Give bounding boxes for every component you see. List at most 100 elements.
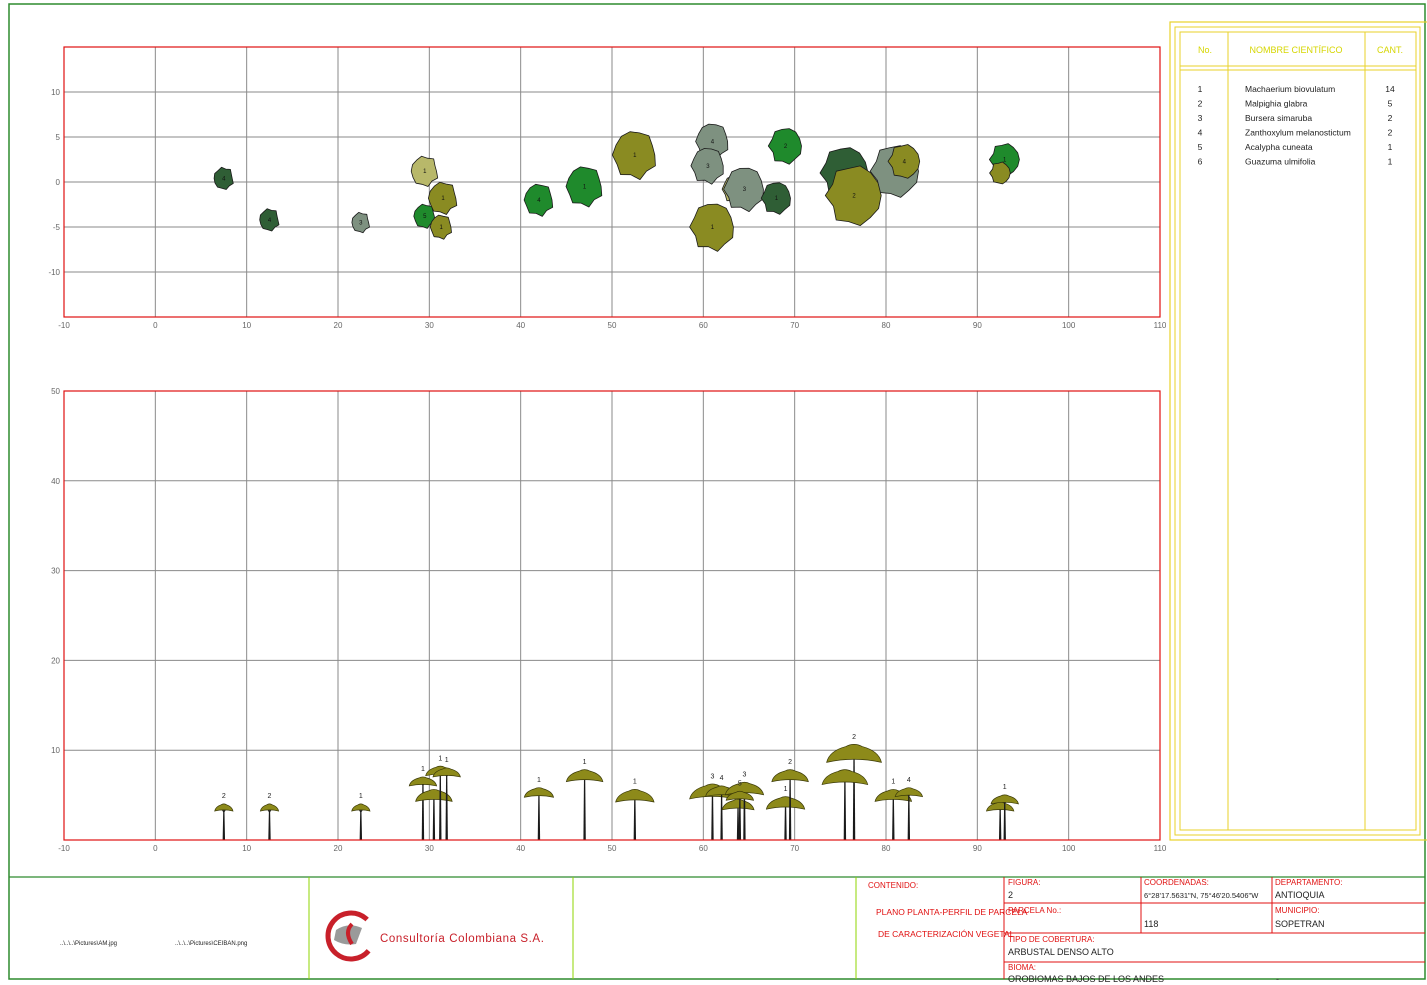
plan-crown — [351, 212, 370, 234]
legend-row-no: 1 — [1198, 84, 1203, 94]
legend-row-no: 5 — [1198, 142, 1203, 152]
plan-y-tick-label: 0 — [56, 178, 61, 187]
tree-species-label: 1 — [633, 779, 637, 786]
tree-crown — [214, 803, 234, 812]
plan-crown-label: 4 — [903, 159, 907, 165]
plan-view: 4431511411436311221241 -1001020304050607… — [48, 46, 1167, 330]
tree-species-label: 1 — [537, 777, 541, 784]
plan-crown-label: 1 — [441, 196, 445, 202]
plan-crown — [429, 214, 452, 240]
legend-row-qty: 1 — [1388, 142, 1393, 152]
plan-x-tick-label: 50 — [608, 321, 617, 330]
tree-trunk — [711, 790, 714, 840]
tree-crown — [771, 769, 809, 783]
tree-trunk — [892, 795, 895, 840]
coordenadas-value: 6°28'17.5631"N, 75°46'20.5406"W — [1144, 891, 1259, 900]
profile-tree: 1 — [523, 777, 555, 840]
legend-row-no: 6 — [1198, 157, 1203, 167]
tree-trunk — [421, 783, 425, 840]
tree-species-label: 1 — [583, 759, 587, 766]
bioma-label: BIOMA: — [1008, 963, 1036, 972]
tree-crown — [565, 769, 604, 783]
departamento-label: DEPARTAMENTO: — [1275, 878, 1342, 887]
profile-view: 22111111134135122141 -100102030405060708… — [51, 387, 1167, 853]
plan-x-tick-label: -10 — [58, 321, 70, 330]
tree-species-label: 1 — [891, 779, 895, 786]
plan-x-tick-label: 30 — [425, 321, 434, 330]
legend-row-qty: 2 — [1388, 113, 1393, 123]
plan-crown — [760, 182, 791, 215]
plan-crown — [565, 166, 603, 208]
plan-crown-label: 2 — [852, 194, 856, 200]
profile-tree: 1 — [721, 789, 755, 840]
parcela-value: 118 — [1144, 919, 1158, 929]
plan-crown — [259, 208, 280, 232]
tree-crown — [826, 744, 882, 763]
profile-grid — [63, 390, 1161, 840]
tree-species-label: 3 — [742, 772, 746, 779]
profile-tree: 1 — [432, 757, 461, 840]
legend-row-name: Malpighia glabra — [1245, 99, 1308, 109]
tree-species-label: 1 — [421, 766, 425, 773]
bioma-value: OROBIOMAS BAJOS DE LOS ANDES — [1008, 974, 1164, 984]
tree-trunk — [907, 793, 911, 840]
plan-crown — [723, 167, 764, 212]
profile-trees: 22111111134135122141 — [214, 734, 1019, 840]
plan-crown — [767, 128, 802, 165]
tree-crown — [765, 796, 806, 810]
tree-crown — [415, 789, 453, 802]
image-ref-am: ..\..\..\Pictures\AM.jpg — [60, 941, 117, 947]
tree-species-label: 2 — [268, 793, 272, 800]
plan-crown-label: 4 — [222, 176, 226, 182]
plan-x-tick-label: 80 — [882, 321, 891, 330]
municipio-value: SOPETRAN — [1275, 919, 1325, 929]
profile-y-tick-label: 40 — [51, 477, 60, 486]
image-ref-ceiban: ..\..\..\Pictures\CEIBAN.png — [175, 941, 247, 947]
plan-crown — [612, 131, 656, 180]
tree-species-label: 2 — [788, 759, 792, 766]
legend-header-name: NOMBRE CIENTÍFICO — [1249, 45, 1342, 55]
plan-x-tick-label: 70 — [790, 321, 799, 330]
tree-trunk — [998, 808, 1002, 840]
legend-row-name: Bursera simaruba — [1245, 113, 1312, 123]
tree-species-label: 2 — [222, 793, 226, 800]
tree-crown — [432, 767, 461, 778]
tree-crown — [821, 769, 869, 786]
profile-x-tick-label: 50 — [608, 844, 617, 853]
plan-crown-label: 1 — [423, 169, 427, 175]
tree-species-label: 3 — [711, 773, 715, 780]
legend-mid-frame — [1174, 26, 1421, 836]
profile-frame — [63, 390, 1161, 841]
tree-trunk — [843, 775, 847, 840]
company-logo — [325, 910, 377, 962]
plan-x-tick-label: 20 — [334, 321, 343, 330]
plan-y-tick-label: -10 — [48, 268, 60, 277]
plan-crown-label: 3 — [743, 187, 747, 193]
profile-tree — [821, 769, 869, 840]
plan-crowns: 4431511411436311221241 — [213, 123, 1020, 252]
profile-tree: 1 — [351, 793, 371, 840]
tree-crown — [259, 803, 280, 812]
profile-tree — [415, 789, 453, 840]
profile-tree: 3 — [724, 772, 765, 840]
legend-row-no: 2 — [1198, 99, 1203, 109]
tree-trunk — [537, 793, 541, 840]
plan-crown-label: 4 — [268, 218, 272, 224]
tree-crown — [725, 790, 755, 801]
tree-trunk — [359, 810, 363, 840]
tree-trunk — [788, 775, 792, 840]
profile-x-tick-label: 30 — [425, 844, 434, 853]
profile-x-tick-label: 10 — [242, 844, 251, 853]
municipio-label: MUNICIPIO: — [1275, 906, 1319, 915]
profile-x-tick-label: -10 — [58, 844, 70, 853]
tree-species-label: 4 — [907, 777, 911, 784]
plan-x-tick-label: 100 — [1062, 321, 1076, 330]
legend-row-qty: 14 — [1385, 84, 1395, 94]
plan-x-tick-label: 110 — [1154, 321, 1167, 330]
tree-species-label: 1 — [784, 786, 788, 793]
